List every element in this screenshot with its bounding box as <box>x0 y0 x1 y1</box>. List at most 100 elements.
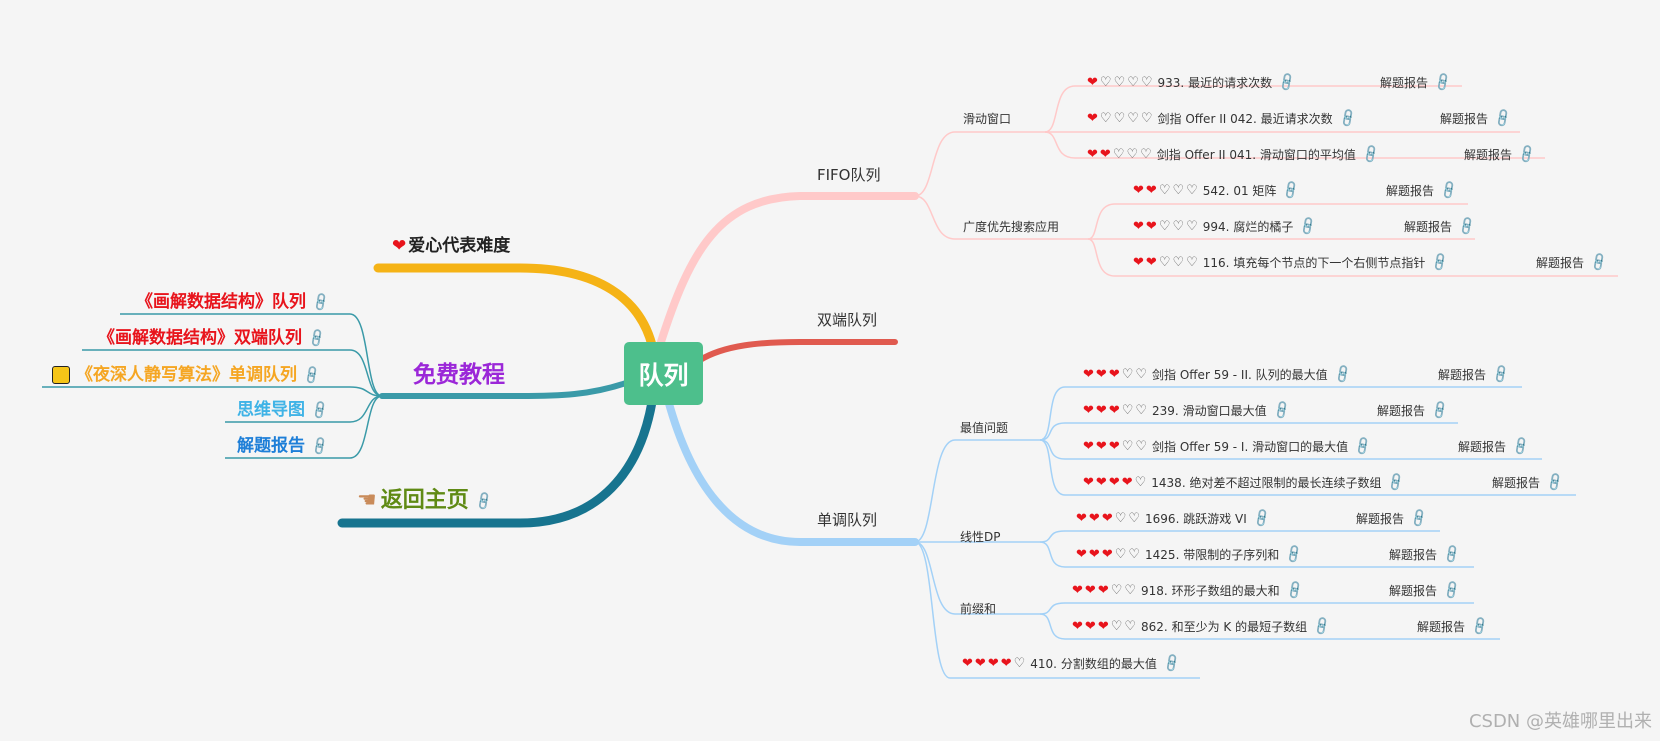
solution-report-link[interactable]: 解题报告🔗 <box>1464 144 1538 166</box>
solution-report-link[interactable]: 解题报告🔗 <box>1389 580 1463 602</box>
heart-outline-icon: ♡ <box>1134 475 1147 490</box>
heart-outline-icon: ♡ <box>1013 656 1026 671</box>
link-icon[interactable]: 🔗 <box>310 291 333 314</box>
leaf-problem[interactable]: ❤❤♡♡♡542. 01 矩阵🔗 <box>1133 180 1302 202</box>
group-sliding-window[interactable]: 滑动窗口 <box>963 112 1012 126</box>
leaf-problem[interactable]: ❤❤♡♡♡994. 腐烂的橘子🔗 <box>1133 216 1319 238</box>
heart-icon: ❤ <box>1084 583 1096 598</box>
solution-report-label: 解题报告 <box>1380 75 1429 90</box>
difficulty-hearts: ❤♡♡♡♡ <box>1087 112 1153 125</box>
problem-title: 剑指 Offer II 042. 最近请求次数 <box>1157 111 1333 126</box>
heart-outline-icon: ♡ <box>1099 75 1112 90</box>
group-prefix-sum[interactable]: 前缀和 <box>960 602 997 616</box>
difficulty-hearts: ❤❤♡♡♡ <box>1133 256 1198 269</box>
central-topic[interactable]: 队列 <box>624 342 703 405</box>
problem-title: 1438. 绝对差不超过限制的最长连续子数组 <box>1151 475 1382 490</box>
heart-outline-icon: ♡ <box>1121 367 1134 382</box>
leaf-problem[interactable]: ❤❤♡♡♡116. 填充每个节点的下一个右侧节点指针🔗 <box>1133 252 1451 274</box>
difficulty-hearts: ❤❤❤♡♡ <box>1076 548 1140 561</box>
heart-outline-icon: ♡ <box>1135 439 1148 454</box>
heart-icon: ❤ <box>1076 511 1087 526</box>
tutorial-item-label: 解题报告 <box>237 436 305 456</box>
tutorial-item[interactable]: 《画解数据结构》双端队列 🔗 <box>98 327 329 350</box>
tutorial-item[interactable]: 思维导图 🔗 <box>237 399 332 422</box>
solution-report-link[interactable]: 解题报告🔗 <box>1458 436 1532 458</box>
group-bfs-application[interactable]: 广度优先搜索应用 <box>963 220 1060 234</box>
leaf-problem[interactable]: ❤❤❤♡♡剑指 Offer 59 - II. 队列的最大值🔗 <box>1083 364 1354 386</box>
heart-icon: ❤ <box>1076 547 1087 562</box>
leaf-problem[interactable]: ❤❤❤♡♡1696. 跳跃游戏 VI🔗 <box>1076 508 1273 530</box>
link-icon[interactable]: 🔗 <box>309 399 332 422</box>
heart-outline-icon: ♡ <box>1128 511 1141 526</box>
leaf-problem[interactable]: ❤❤❤♡♡862. 和至少为 K 的最短子数组🔗 <box>1072 616 1333 638</box>
heart-icon: ❤ <box>987 656 999 671</box>
heart-outline-icon: ♡ <box>1140 147 1152 162</box>
home-label: 返回主页 <box>380 488 469 513</box>
heart-icon: ❤ <box>1087 75 1098 90</box>
heart-outline-icon: ♡ <box>1121 439 1134 454</box>
leaf-problem[interactable]: ❤❤❤♡♡239. 滑动窗口最大值🔗 <box>1083 400 1293 422</box>
solution-report-link[interactable]: 解题报告🔗 <box>1356 508 1430 530</box>
leaf-problem[interactable]: ❤❤❤♡♡1425. 带限制的子序列和🔗 <box>1076 544 1305 566</box>
tutorial-item[interactable]: 解题报告 🔗 <box>237 435 332 458</box>
topic-deque[interactable]: 双端队列 <box>817 311 878 329</box>
heart-icon: ❤ <box>1095 403 1107 418</box>
tutorial-item[interactable]: 《画解数据结构》队列 🔗 <box>136 291 333 314</box>
solution-report-link[interactable]: 解题报告🔗 <box>1386 180 1460 202</box>
heart-icon: ❤ <box>1097 583 1109 598</box>
solution-report-link[interactable]: 解题报告🔗 <box>1438 364 1512 386</box>
tutorial-topic[interactable]: 免费教程 <box>413 362 505 388</box>
heart-outline-icon: ♡ <box>1121 403 1134 418</box>
problem-title: 918. 环形子数组的最大和 <box>1141 583 1280 598</box>
leaf-problem[interactable]: ❤❤❤♡♡918. 环形子数组的最大和🔗 <box>1072 580 1306 602</box>
heart-icon: ❤ <box>1087 147 1098 162</box>
problem-title: 994. 腐烂的橘子 <box>1202 219 1294 234</box>
leaf-problem[interactable]: ❤❤♡♡♡剑指 Offer II 041. 滑动窗口的平均值🔗 <box>1087 144 1382 166</box>
solution-report-link[interactable]: 解题报告🔗 <box>1417 616 1491 638</box>
solution-report-label: 解题报告 <box>1386 183 1435 198</box>
topic-monotonic-queue[interactable]: 单调队列 <box>817 511 878 529</box>
group-extreme-value[interactable]: 最值问题 <box>960 421 1009 435</box>
solution-report-link[interactable]: 解题报告🔗 <box>1440 108 1514 130</box>
solution-report-link[interactable]: 解题报告🔗 <box>1377 400 1451 422</box>
link-icon[interactable]: 🔗 <box>309 435 332 458</box>
solution-report-link[interactable]: 解题报告🔗 <box>1492 472 1566 494</box>
solution-report-link[interactable]: 解题报告🔗 <box>1389 544 1463 566</box>
leaf-problem[interactable]: ❤❤❤❤♡1438. 绝对差不超过限制的最长连续子数组🔗 <box>1083 472 1407 494</box>
tutorial-item-label: 《夜深人静写算法》单调队列 <box>76 364 297 385</box>
topic-fifo-queue[interactable]: FIFO队列 <box>817 166 881 184</box>
heart-icon: ❤ <box>1095 367 1107 382</box>
heart-outline-icon: ♡ <box>1172 183 1185 198</box>
difficulty-hearts: ❤❤❤♡♡ <box>1072 620 1136 633</box>
group-linear-dp[interactable]: 线性DP <box>960 530 1001 544</box>
link-icon[interactable]: 🔗 <box>472 490 495 512</box>
link-icon[interactable]: 🔗 <box>301 364 324 386</box>
heart-outline-icon: ♡ <box>1127 75 1139 90</box>
heart-icon: ❤ <box>1084 619 1096 634</box>
tutorial-item-label: 《画解数据结构》队列 <box>136 292 306 312</box>
heart-icon: ❤ <box>1083 367 1094 382</box>
solution-report-link[interactable]: 解题报告🔗 <box>1380 72 1454 94</box>
leaf-problem[interactable]: ❤♡♡♡♡剑指 Offer II 042. 最近请求次数🔗 <box>1087 108 1359 130</box>
heart-outline-icon: ♡ <box>1110 583 1123 598</box>
home-link[interactable]: ☚ 返回主页 🔗 <box>357 488 495 513</box>
link-icon[interactable]: 🔗 <box>306 327 329 350</box>
tutorial-item[interactable]: 《夜深人静写算法》单调队列 🔗 <box>52 364 324 386</box>
difficulty-hearts: ❤♡♡♡♡ <box>1087 76 1153 89</box>
heart-icon: ❤ <box>1083 403 1094 418</box>
leaf-problem[interactable]: ❤♡♡♡♡933. 最近的请求次数🔗 <box>1087 72 1298 94</box>
solution-report-link[interactable]: 解题报告🔗 <box>1536 252 1610 274</box>
leaf-problem[interactable]: ❤❤❤♡♡剑指 Offer 59 - I. 滑动窗口的最大值🔗 <box>1083 436 1374 458</box>
problem-title: 剑指 Offer 59 - II. 队列的最大值 <box>1152 367 1328 382</box>
heart-icon: ❤ <box>1145 183 1157 198</box>
heart-icon: ❤ <box>1108 403 1120 418</box>
heart-icon: ❤ <box>1099 147 1111 162</box>
lock-icon <box>52 366 70 384</box>
solution-report-label: 解题报告 <box>1464 147 1513 162</box>
solution-report-link[interactable]: 解题报告🔗 <box>1404 216 1478 238</box>
difficulty-hearts: ❤❤❤❤♡ <box>1083 476 1146 489</box>
difficulty-hearts: ❤❤❤♡♡ <box>1083 368 1147 381</box>
leaf-problem[interactable]: ❤❤❤❤♡ 410. 分割数组的最大值 🔗 <box>962 653 1183 675</box>
problem-title: 1425. 带限制的子序列和 <box>1145 547 1280 562</box>
heart-icon: ❤ <box>1145 219 1157 234</box>
